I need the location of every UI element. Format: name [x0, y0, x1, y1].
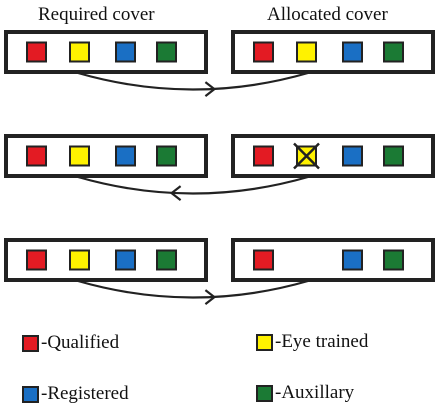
required-auxillary-square-row-3	[156, 249, 177, 271]
allocated-auxillary-square-row-2	[383, 145, 404, 167]
legend-eye-trained-swatch	[256, 333, 273, 351]
connector-arrow-row-1	[77, 71, 309, 91]
required-auxillary-square-row-1	[156, 41, 177, 63]
connector-arrow-row-3	[77, 279, 309, 299]
legend-auxillary-label: -Auxillary	[275, 382, 355, 403]
legend-eye-trained: -Eye trained	[256, 331, 368, 353]
arrowhead-icon-row-2	[169, 185, 182, 201]
required-eye_trained-square-row-1	[69, 41, 90, 63]
allocated-qualified-square-row-1	[253, 41, 274, 63]
required-qualified-square-row-1	[26, 41, 47, 63]
allocated-registered-square-row-3	[342, 249, 363, 271]
required-registered-square-row-3	[115, 249, 136, 271]
legend-auxillary-swatch	[256, 384, 273, 402]
legend-registered: -Registered	[22, 383, 129, 405]
allocated-qualified-square-row-2	[253, 145, 274, 167]
legend-qualified-swatch	[22, 334, 39, 352]
legend-registered-swatch	[22, 385, 39, 403]
legend-registered-label: -Registered	[41, 383, 129, 404]
required-qualified-square-row-3	[26, 249, 47, 271]
arrowhead-icon-row-1	[204, 81, 217, 97]
required-registered-square-row-1	[115, 41, 136, 63]
required-qualified-square-row-2	[26, 145, 47, 167]
allocated-cover-heading: Allocated cover	[267, 4, 388, 25]
legend-auxillary: -Auxillary	[256, 382, 354, 404]
required-eye_trained-square-row-2	[69, 145, 90, 167]
legend-qualified-label: -Qualified	[41, 332, 120, 353]
required-registered-square-row-2	[115, 145, 136, 167]
allocated-registered-square-row-2	[342, 145, 363, 167]
allocated-registered-square-row-1	[342, 41, 363, 63]
allocated-qualified-square-row-3	[253, 249, 274, 271]
legend-qualified: -Qualified	[22, 332, 119, 354]
legend-eye-trained-label: -Eye trained	[275, 331, 369, 352]
allocated-eye_trained-square-row-1	[296, 41, 317, 63]
connector-arrow-row-2	[77, 175, 309, 195]
required-cover-heading: Required cover	[38, 4, 155, 25]
allocated-cross-line-b-row-2	[293, 142, 320, 170]
allocated-auxillary-square-row-1	[383, 41, 404, 63]
allocated-auxillary-square-row-3	[383, 249, 404, 271]
required-eye_trained-square-row-3	[69, 249, 90, 271]
arrowhead-icon-row-3	[204, 289, 217, 305]
required-auxillary-square-row-2	[156, 145, 177, 167]
